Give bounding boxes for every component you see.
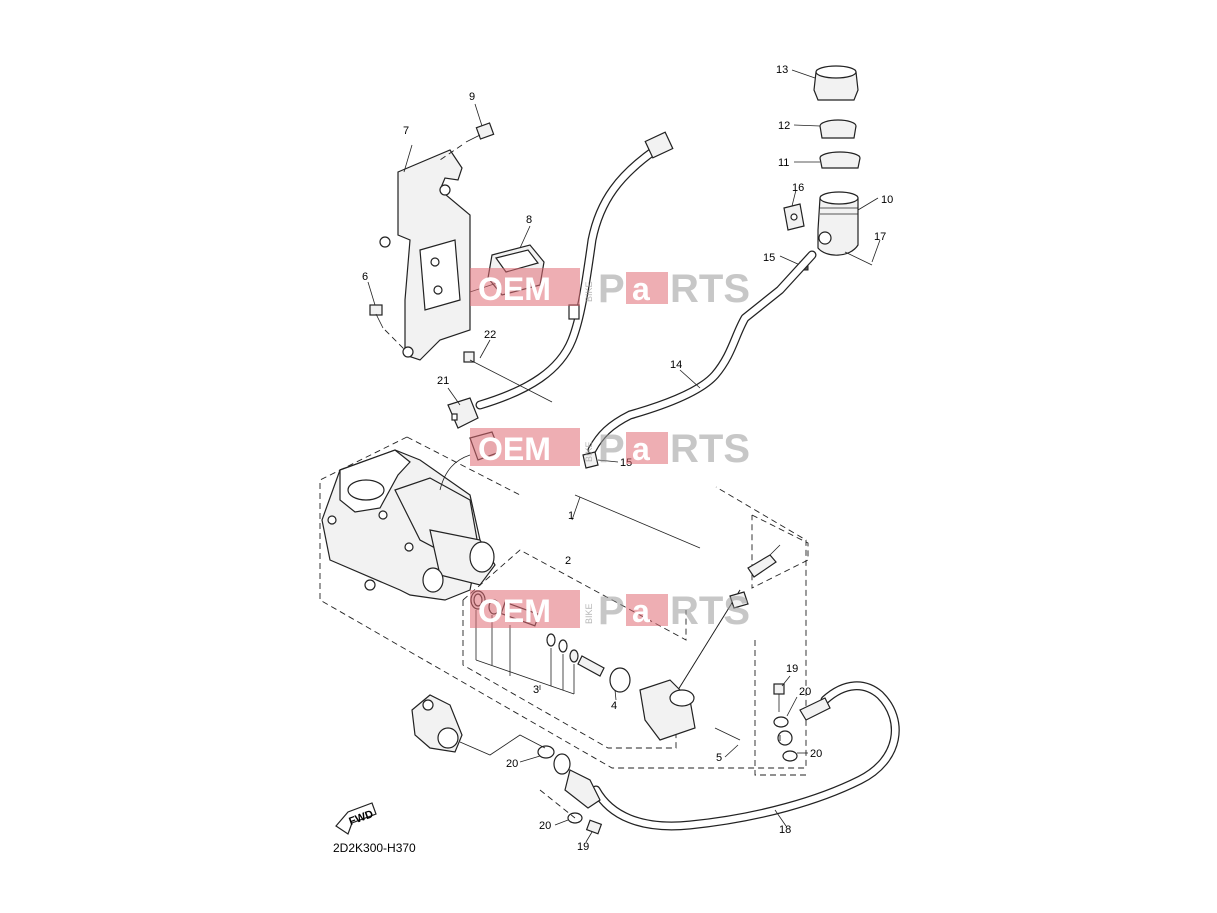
callout-19-upper: 19: [786, 663, 798, 675]
svg-text:P: P: [598, 427, 625, 471]
svg-text:RTS: RTS: [670, 267, 750, 311]
callout-labels: 1 2 3 4 5 6 7 8 9 10 11 12 13 14 15 15 1…: [362, 64, 893, 853]
reservoir-group: [779, 65, 881, 271]
callout-14: 14: [670, 359, 682, 371]
callout-16: 16: [792, 182, 804, 194]
watermark-2: OEM BIKE P a RTS: [470, 427, 750, 471]
svg-text:a: a: [632, 431, 650, 467]
callout-11: 11: [778, 157, 789, 169]
callout-21: 21: [437, 375, 449, 387]
svg-text:a: a: [632, 593, 650, 629]
svg-text:RTS: RTS: [670, 427, 750, 471]
bolt-9: [439, 103, 495, 161]
bolt-6: [367, 281, 406, 351]
fwd-badge: FWD: [335, 802, 377, 835]
svg-text:a: a: [632, 271, 650, 307]
callout-5: 5: [716, 752, 722, 764]
callout-8: 8: [526, 214, 532, 226]
callout-22: 22: [484, 329, 496, 341]
fittings: [519, 675, 808, 843]
callout-12: 12: [778, 120, 790, 132]
assembly-outlines: [319, 436, 809, 776]
callout-20-bottom: 20: [539, 820, 551, 832]
callout-19-lower: 19: [577, 841, 589, 853]
slave-cylinder: [639, 544, 781, 758]
callout-9: 9: [469, 91, 475, 103]
watermark-3: OEM BIKE P a RTS: [470, 589, 750, 633]
callout-20-left: 20: [506, 758, 518, 770]
callout-6: 6: [362, 271, 368, 283]
svg-text:RTS: RTS: [670, 589, 750, 633]
callout-15-upper: 15: [763, 252, 775, 264]
callout-2: 2: [565, 555, 571, 567]
diagram-code: 2D2K300-H370: [333, 841, 416, 855]
svg-text:BIKE: BIKE: [584, 603, 594, 624]
callout-13: 13: [776, 64, 788, 76]
callout-4: 4: [611, 700, 617, 712]
callout-18: 18: [779, 824, 791, 836]
callout-20-upper: 20: [799, 686, 811, 698]
callout-7: 7: [403, 125, 409, 137]
hose-14: [582, 250, 817, 469]
svg-text:OEM: OEM: [478, 271, 551, 307]
svg-text:P: P: [598, 589, 625, 633]
callout-20-right: 20: [810, 748, 822, 760]
svg-text:OEM: OEM: [478, 593, 551, 629]
svg-text:P: P: [598, 267, 625, 311]
callout-1: 1: [568, 510, 574, 522]
svg-text:BIKE: BIKE: [584, 441, 594, 462]
callout-3: 3: [533, 684, 539, 696]
callout-10: 10: [881, 194, 893, 206]
hose-18: [553, 681, 900, 831]
clutch-release-assembly: [411, 694, 546, 756]
svg-text:BIKE: BIKE: [584, 281, 594, 302]
bracket: [379, 144, 471, 361]
callout-17: 17: [874, 231, 886, 243]
watermark-1: OEM BIKE P a RTS: [470, 267, 750, 311]
svg-text:OEM: OEM: [478, 431, 551, 467]
wire-harness: [447, 131, 674, 429]
